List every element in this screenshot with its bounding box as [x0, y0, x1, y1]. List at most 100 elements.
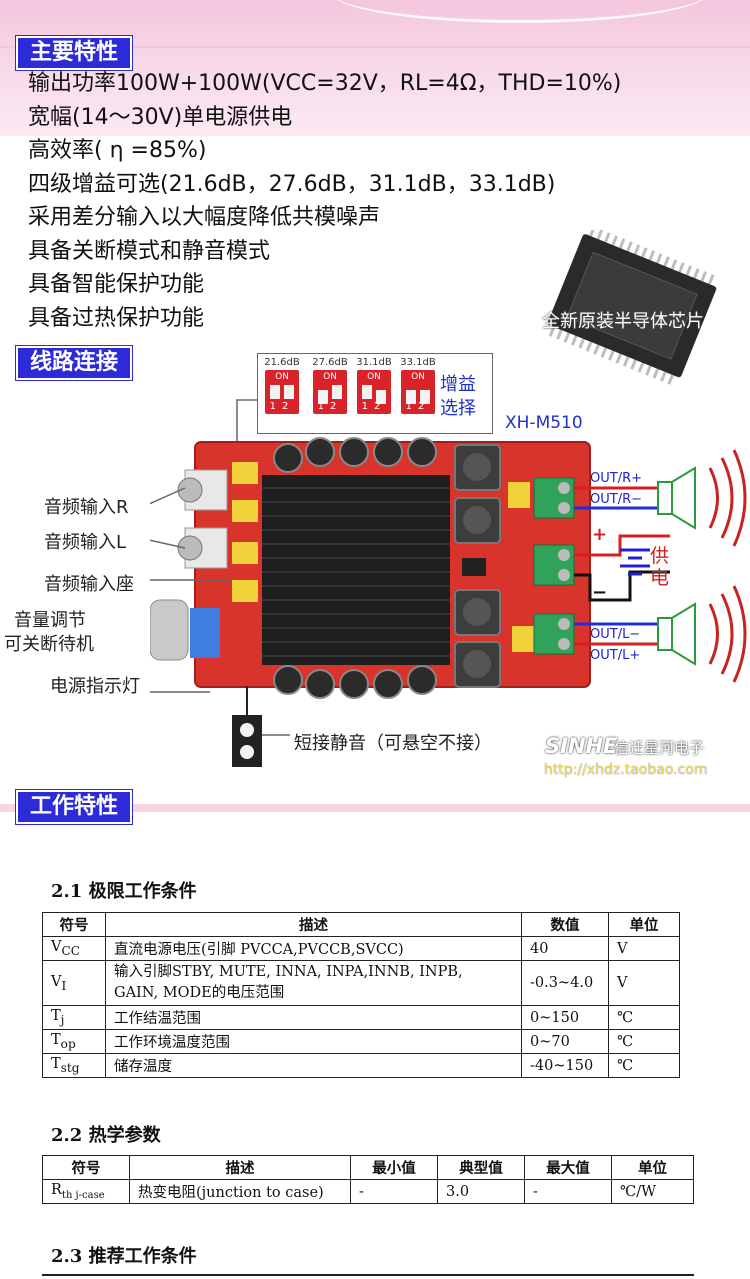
symbol-cell: Tj — [42, 1005, 106, 1030]
column-header: 描述 — [105, 912, 522, 937]
table-row: Tstg 储存温度 -40~150 ℃ — [42, 1053, 680, 1078]
column-header: 最大值 — [524, 1155, 612, 1180]
value-cell: 0~70 — [521, 1029, 609, 1054]
feature-item: 采用差分输入以大幅度降低共模噪声 — [28, 205, 381, 230]
gain-label: 31.1dB — [356, 357, 392, 368]
switch-state: ON — [323, 372, 337, 382]
desc-cell: 直流电源电压(引脚 PVCCA,PVCCB,SVCC) — [105, 936, 522, 961]
feature-item: 具备过热保护功能 — [28, 305, 205, 331]
section-header-features: 主要特性 — [0, 36, 750, 70]
out-r-minus-label: OUT/R− — [590, 492, 642, 507]
gain-label: 33.1dB — [400, 357, 436, 368]
out-r-plus-label: OUT/R+ — [590, 471, 642, 486]
symbol: R — [51, 1182, 62, 1199]
table-row: VCC 直流电源电压(引脚 PVCCA,PVCCB,SVCC) 40 V — [42, 936, 680, 961]
symbol-cell: VI — [42, 960, 106, 1006]
section-tag: 线路连接 — [16, 346, 133, 380]
column-header: 单位 — [611, 1155, 694, 1180]
switch-knob — [318, 390, 328, 404]
desc-cell: 热变电阻(junction to case) — [129, 1179, 351, 1204]
section-header-working: 工作特性 — [0, 790, 750, 824]
switch-knob — [270, 385, 280, 399]
symbol: T — [51, 1056, 61, 1073]
switch-pins: 12 — [361, 401, 387, 412]
symbol-cell: VCC — [42, 936, 106, 961]
thermal-table: 符号 描述 最小值 典型值 最大值 单位 Rth j-case 热变电阻(jun… — [42, 1155, 694, 1204]
symbol-subscript: CC — [61, 943, 80, 958]
feature-item: 高效率( η =85%) — [28, 138, 207, 163]
switch-knob — [420, 390, 430, 404]
subsection-title: 2.2 热学参数 — [51, 1125, 161, 1146]
switch-knob — [332, 385, 342, 399]
symbol-subscript: th j-case — [61, 1189, 105, 1201]
symbol: T — [51, 1008, 61, 1025]
symbol-subscript: j — [60, 1012, 65, 1027]
gain-option: 27.6dB ON 12 — [310, 357, 350, 414]
symbol-cell: Top — [42, 1029, 106, 1054]
callout-audio-socket: 音频输入座 — [44, 574, 134, 595]
switch-knob — [406, 390, 416, 404]
unit-cell: ℃ — [608, 1053, 680, 1078]
callout-volume-sub: 可关断待机 — [4, 634, 94, 655]
brand-logo: SINHE — [545, 734, 618, 758]
desc-cell: 储存温度 — [105, 1053, 522, 1078]
symbol-cell: Tstg — [42, 1053, 106, 1078]
value-cell: -40~150 — [521, 1053, 609, 1078]
power-plus-sign: + — [592, 524, 608, 545]
switch-pins: 12 — [405, 401, 431, 412]
amplifier-board — [150, 399, 747, 767]
unit-cell: ℃ — [608, 1005, 680, 1030]
switch-knob — [284, 385, 294, 399]
decorative-arc — [330, 0, 710, 23]
section-tag: 主要特性 — [16, 36, 133, 70]
table-row: Rth j-case 热变电阻(junction to case) - 3.0 … — [42, 1179, 694, 1204]
callout-power-led: 电源指示灯 — [50, 676, 140, 697]
unit-cell: V — [608, 936, 680, 961]
switch-knob — [362, 385, 372, 399]
table-header-row: 符号 描述 最小值 典型值 最大值 单位 — [42, 1155, 694, 1180]
column-header: 单位 — [608, 912, 680, 937]
typ-cell: 3.0 — [437, 1179, 525, 1204]
gain-label: 27.6dB — [312, 357, 348, 368]
callout-audio-in-r: 音频输入R — [44, 497, 129, 518]
feature-item: 具备智能保护功能 — [28, 272, 205, 297]
table-row: Tj 工作结温范围 0~150 ℃ — [42, 1005, 680, 1030]
symbol-subscript: op — [60, 1036, 76, 1051]
section-rule — [0, 804, 750, 812]
subsection-title: 2.1 极限工作条件 — [51, 881, 197, 902]
chip-image — [547, 230, 717, 385]
column-header: 符号 — [42, 912, 106, 937]
feature-item: 四级增益可选(21.6dB，27.6dB，31.1dB，33.1dB) — [28, 171, 556, 197]
unit-cell: V — [608, 960, 680, 1006]
table-top-border — [42, 1274, 694, 1276]
desc-line: GAIN, MODE的电压范围 — [114, 985, 285, 1001]
column-header: 描述 — [129, 1155, 351, 1180]
feature-item: 宽幅(14～30V)单电源供电 — [28, 104, 293, 130]
section-tag: 工作特性 — [16, 790, 133, 824]
max-cell: - — [524, 1179, 612, 1204]
section-rule — [0, 46, 750, 48]
limit-conditions-table: 符号 描述 数值 单位 VCC 直流电源电压(引脚 PVCCA,PVCCB,SV… — [42, 912, 680, 1078]
switch-pins: 12 — [317, 401, 343, 412]
column-header: 典型值 — [437, 1155, 525, 1180]
min-cell: - — [350, 1179, 438, 1204]
gain-label: 21.6dB — [264, 357, 300, 368]
switch-knob — [376, 390, 386, 404]
symbol: V — [51, 973, 62, 990]
power-minus-sign: − — [592, 582, 608, 603]
symbol-cell: Rth j-case — [42, 1179, 130, 1204]
table-row: Top 工作环境温度范围 0~70 ℃ — [42, 1029, 680, 1054]
feature-item: 具备关断模式和静音模式 — [28, 238, 271, 264]
shop-url[interactable]: http://xhdz.taobao.com — [544, 762, 708, 778]
table-row: VI 输入引脚STBY, MUTE, INNA, INPA,INNB, INPB… — [42, 960, 680, 1006]
dip-switch: ON 12 — [313, 370, 347, 414]
subsection-title: 2.3 推荐工作条件 — [51, 1246, 197, 1267]
feature-list: 输出功率100W+100W(VCC=32V，RL=4Ω，THD=10%) 宽幅(… — [28, 67, 621, 335]
